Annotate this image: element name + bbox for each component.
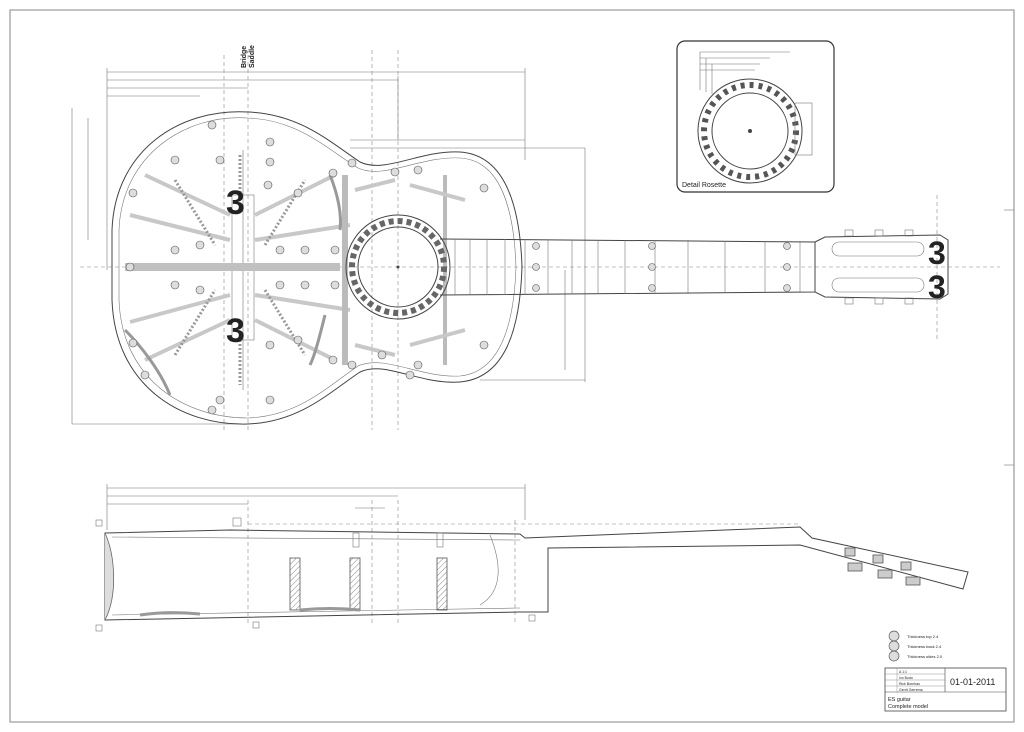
side-brace-1 bbox=[289, 557, 301, 611]
rosette-outer bbox=[345, 214, 451, 320]
sheet-border bbox=[9, 9, 1015, 723]
brace-mark-top: 3 bbox=[226, 184, 245, 222]
headstock: 3 3 bbox=[814, 229, 949, 305]
title-field-4: Gerrit Gerrema bbox=[899, 688, 923, 692]
drawing-date: 01-01-2011 bbox=[950, 677, 995, 687]
rosette-detail-caption: Detail Rosette bbox=[682, 182, 726, 189]
thickness-markers bbox=[125, 120, 489, 415]
tuner-keys bbox=[844, 547, 921, 586]
side-brace-3 bbox=[436, 557, 448, 611]
body-outline bbox=[111, 111, 523, 425]
title-field-1: A 1:1 bbox=[899, 670, 907, 674]
title-field-3: Rick Bornhau bbox=[899, 682, 920, 686]
title-block: A 1:1 Ivo Bodo Rick Bornhau Gerrit Gerre… bbox=[884, 667, 1007, 712]
legend-item-back: Thickness back 2.4 bbox=[907, 644, 942, 649]
saddle-label: Saddle bbox=[249, 45, 256, 68]
side-profile bbox=[104, 526, 969, 621]
svg-text:3: 3 bbox=[928, 269, 946, 305]
title-field-2: Ivo Bodo bbox=[899, 676, 913, 680]
legend-item-top: Thickness top 2.4 bbox=[907, 634, 939, 639]
legend-item-sides: Thickness sides 2.0 bbox=[907, 654, 943, 659]
side-brace-2 bbox=[349, 557, 361, 611]
sound-hole bbox=[357, 226, 439, 308]
bridge-label: Bridge bbox=[241, 46, 248, 68]
svg-text:3: 3 bbox=[928, 235, 946, 271]
side-view bbox=[95, 484, 969, 632]
brace-mark-bottom: 3 bbox=[226, 312, 245, 350]
detail-rosette-panel: Detail Rosette bbox=[676, 40, 835, 193]
fret-markers bbox=[532, 242, 791, 292]
drawing-subtitle: Complete model bbox=[888, 704, 928, 710]
legend: Thickness top 2.4 Thickness back 2.4 Thi… bbox=[888, 630, 943, 662]
top-view: 3 3 bbox=[71, 45, 1000, 430]
dimension-lines-top bbox=[71, 68, 586, 425]
drawing-title: ES guitar bbox=[888, 697, 911, 703]
